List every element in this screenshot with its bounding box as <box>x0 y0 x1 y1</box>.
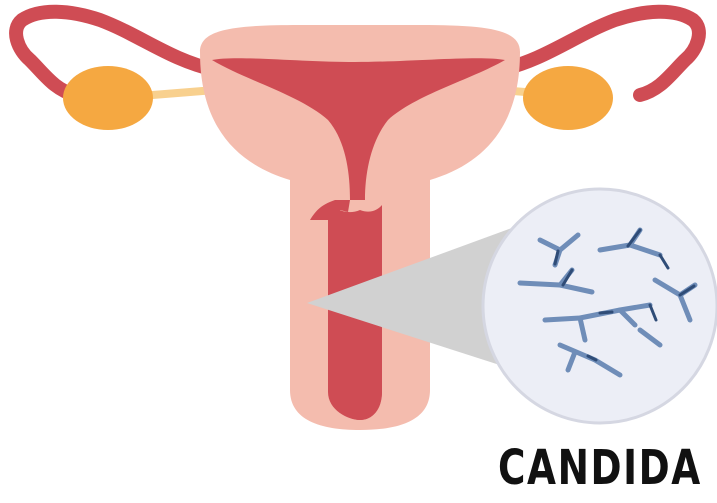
caption-label: CANDIDA <box>498 440 702 496</box>
right-ovary <box>523 66 613 130</box>
left-ovary <box>63 66 153 130</box>
